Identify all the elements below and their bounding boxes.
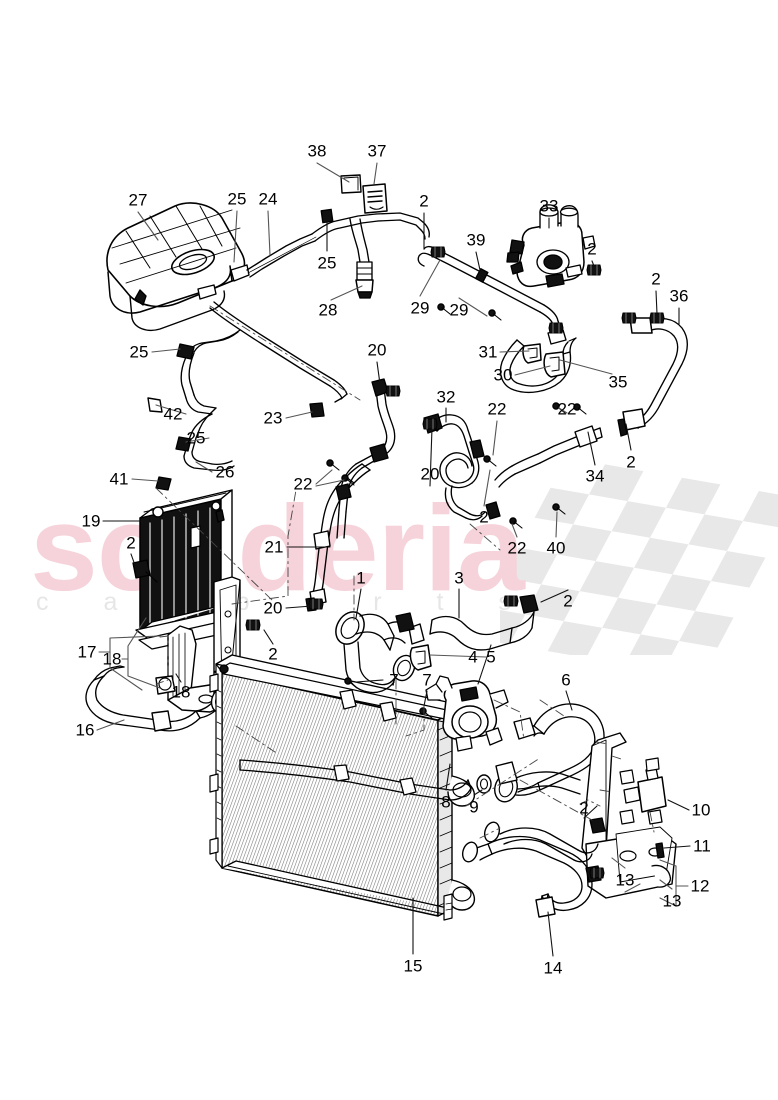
callout-27: 27 — [128, 190, 148, 210]
callout-20: 20 — [263, 598, 283, 618]
callout-2: 2 — [651, 269, 661, 289]
callout-36: 36 — [669, 286, 689, 306]
callout-35: 35 — [608, 372, 628, 392]
callout-20: 20 — [367, 340, 387, 360]
callout-22: 22 — [487, 399, 507, 419]
callout-7: 7 — [389, 670, 399, 690]
callout-39: 39 — [466, 230, 486, 250]
callout-22: 22 — [507, 538, 527, 558]
callout-30: 30 — [493, 365, 513, 385]
callout-13: 13 — [662, 891, 682, 911]
callout-26: 26 — [215, 462, 235, 482]
part-upper-radiator-hose — [335, 594, 539, 694]
callout-20: 20 — [420, 464, 440, 484]
part-coolant-feed-line — [246, 208, 430, 299]
callout-12: 12 — [690, 876, 710, 896]
callout-37: 37 — [367, 141, 387, 161]
callout-33: 33 — [539, 196, 559, 216]
part-retaining-clip — [409, 644, 432, 671]
callout-2: 2 — [563, 591, 573, 611]
callout-17: 17 — [77, 642, 97, 662]
part-coolant-hose-long — [617, 317, 688, 437]
part-thermostat-housing — [506, 204, 596, 288]
callout-32: 32 — [436, 387, 456, 407]
part-mid-coolant-hose — [335, 378, 396, 539]
callout-22: 22 — [557, 399, 577, 419]
callout-2: 2 — [626, 452, 636, 472]
part-coolant-return-pipe — [239, 759, 581, 803]
callout-18: 18 — [171, 682, 191, 702]
callout-25: 25 — [317, 253, 337, 273]
callout-2: 2 — [587, 239, 597, 259]
alignment-lines — [155, 305, 655, 839]
part-plate-clip — [340, 174, 362, 194]
callout-8: 8 — [441, 792, 451, 812]
callout-19: 19 — [81, 511, 101, 531]
callout-14: 14 — [543, 958, 563, 978]
part-auxiliary-radiator — [132, 489, 241, 650]
callout-5: 5 — [486, 647, 496, 667]
part-clip-small — [522, 343, 542, 364]
part-radiator — [209, 654, 476, 921]
callout-21: 21 — [264, 537, 284, 557]
callout-6: 6 — [561, 670, 571, 690]
callout-34: 34 — [585, 466, 605, 486]
callout-9: 9 — [469, 797, 479, 817]
callout-40: 40 — [546, 538, 566, 558]
callout-28: 28 — [318, 300, 338, 320]
callout-7: 7 — [422, 670, 432, 690]
callout-25: 25 — [129, 342, 149, 362]
callout-2: 2 — [419, 191, 429, 211]
callout-11: 11 — [693, 836, 711, 856]
part-coolant-line-assembly — [147, 301, 348, 491]
part-water-pump-housing — [425, 675, 509, 752]
callout-1: 1 — [356, 568, 366, 588]
callout-23: 23 — [263, 408, 283, 428]
callout-22: 22 — [293, 474, 313, 494]
callout-41: 41 — [109, 469, 129, 489]
callout-2: 2 — [479, 507, 489, 527]
part-clip-large — [543, 351, 566, 378]
callout-2: 2 — [268, 644, 278, 664]
callout-13: 13 — [615, 870, 635, 890]
callout-15: 15 — [403, 956, 423, 976]
callout-31: 31 — [478, 342, 498, 362]
callout-18: 18 — [102, 649, 122, 669]
callout-16: 16 — [75, 720, 95, 740]
callout-38: 38 — [307, 141, 327, 161]
callout-4: 4 — [468, 647, 478, 667]
callout-25: 25 — [186, 428, 206, 448]
part-cap-seal — [362, 183, 388, 214]
callout-2: 2 — [126, 533, 136, 553]
callout-24: 24 — [258, 189, 278, 209]
part-expansion-tank — [106, 202, 250, 332]
callout-10: 10 — [691, 800, 711, 820]
callout-29: 29 — [449, 300, 469, 320]
part-coolant-hose-loop — [495, 703, 605, 796]
callout-29: 29 — [410, 298, 430, 318]
callout-3: 3 — [454, 568, 464, 588]
callout-2: 2 — [579, 798, 589, 818]
callout-25: 25 — [227, 189, 247, 209]
callout-42: 42 — [163, 404, 183, 424]
